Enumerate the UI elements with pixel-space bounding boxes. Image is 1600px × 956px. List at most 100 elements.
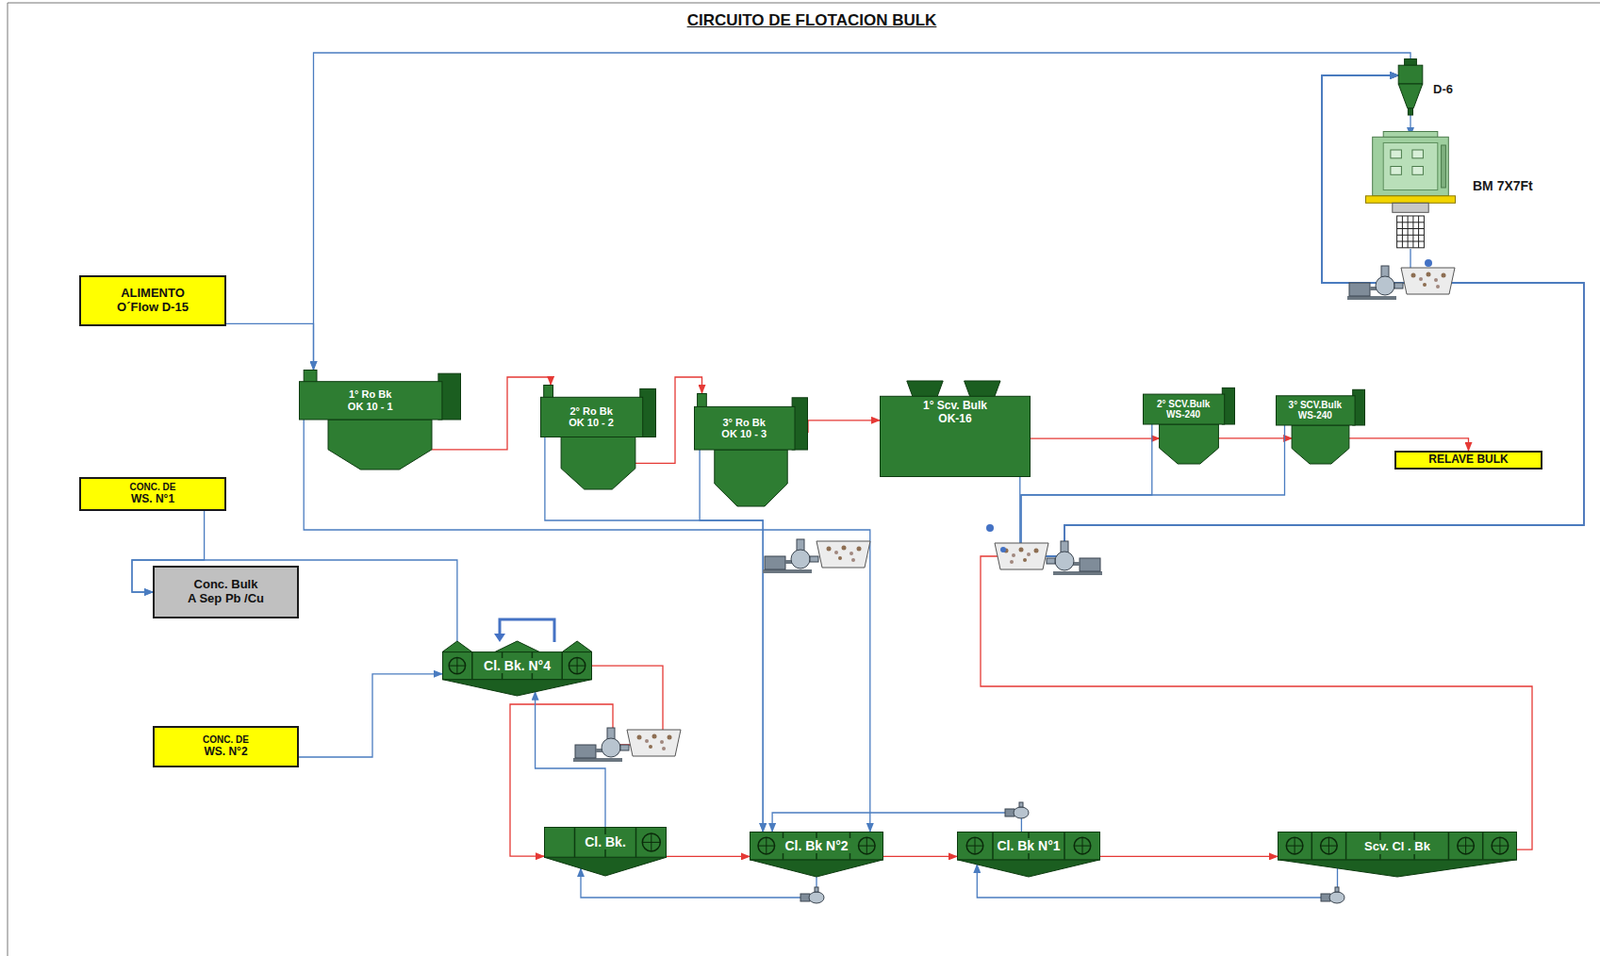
junction-dot	[1424, 259, 1433, 267]
cell-body	[1276, 395, 1356, 426]
impeller-symbol	[1073, 837, 1091, 855]
node-label: 1° Ro Bk OK 10 - 1	[343, 388, 398, 413]
bank-body	[1278, 832, 1518, 860]
box-outline	[153, 566, 298, 618]
cleaner-scavenger-bank: Scv. Cl . Bk	[1277, 831, 1518, 877]
shape-outline	[1365, 131, 1456, 249]
node-label: Conc. Bulk	[194, 577, 259, 593]
concentrate-flow-line	[303, 419, 871, 832]
concentrate-flow-line	[699, 449, 763, 832]
node-label: Cl. Bk. N°4	[480, 658, 554, 674]
bank-body	[750, 832, 884, 860]
box-outline	[80, 478, 226, 511]
tailings-flow-line	[635, 377, 703, 463]
mill-gear	[1441, 145, 1447, 188]
impeller-cross	[765, 837, 767, 855]
bank-hopper	[1277, 859, 1518, 877]
label-group: ALIMENTOO´Flow D-15	[79, 275, 227, 327]
mill-hatch	[1390, 166, 1403, 176]
screen-mesh	[1402, 215, 1403, 248]
label-group: Cl. Bk N°1	[956, 837, 1101, 855]
frame-line	[7, 2, 1600, 4]
impeller-cross	[974, 837, 976, 855]
label-group: 2° Ro Bk OK 10 - 2	[563, 405, 619, 429]
vortex-finder	[1404, 59, 1418, 66]
froth-funnel	[907, 380, 943, 397]
concentrate-flow-line	[772, 812, 1022, 832]
feed-box: ALIMENTOO´Flow D-15	[79, 275, 227, 327]
node-label: RELAVE BULK	[1428, 453, 1508, 467]
screen-mesh	[1397, 228, 1425, 230]
pump-sump	[1347, 265, 1455, 300]
impeller-cross	[456, 657, 458, 674]
cell-body	[541, 396, 644, 437]
tank-body	[880, 395, 1031, 477]
label-group: CONC. DEWS. N°2	[152, 725, 299, 768]
impeller-symbol	[1491, 837, 1509, 855]
cell-hopper	[714, 449, 788, 507]
cyclone-apex	[1407, 108, 1413, 116]
impeller-symbol	[568, 657, 585, 674]
label-group: 1° Scv. Bulk OK-16	[912, 399, 998, 427]
tailings-flow-line	[808, 420, 880, 433]
mill-hatch	[1412, 149, 1424, 159]
cleaner-bank: Cl. Bk.	[544, 826, 667, 876]
concentrate-flow-line	[1021, 75, 1584, 557]
cyclone-cone	[1398, 83, 1423, 109]
recirculation-loop	[499, 619, 555, 643]
tailings-box: RELAVE BULK	[1394, 450, 1543, 470]
label-group: 3° SCV.Bulk WS-240	[1281, 399, 1350, 422]
cell-divider	[471, 652, 474, 680]
label-group: Conc. BulkA Sep Pb /Cu	[152, 565, 299, 619]
concentrate-flow-line	[226, 323, 314, 370]
cleaner-bank: Cl. Bk N°1	[956, 831, 1101, 877]
shape-outline	[693, 393, 809, 507]
cell-hopper	[1159, 424, 1220, 464]
cell-hopper	[560, 437, 636, 491]
shape-outline	[540, 384, 657, 490]
label-group: RELAVE BULK	[1394, 450, 1543, 470]
junction-dot	[1000, 546, 1007, 553]
node-label: Cl. Bk.	[581, 834, 629, 850]
bank-body	[443, 652, 593, 680]
impeller-symbol	[858, 837, 876, 855]
node-label: 2° Ro Bk OK 10 - 2	[563, 405, 619, 429]
box-outline	[153, 726, 298, 767]
scavenger-cell: 2° SCV.Bulk WS-240	[1142, 384, 1236, 464]
tailings-flow-line	[1030, 437, 1160, 439]
node-label: 3° SCV.Bulk WS-240	[1281, 399, 1350, 422]
bank-hopper	[956, 859, 1101, 877]
cell-body	[694, 406, 796, 450]
pump-symbol	[1005, 802, 1029, 819]
node-label: ALIMENTO	[120, 286, 185, 301]
label-group: Scv. Cl . Bk	[1277, 837, 1518, 855]
node-label: A Sep Pb /Cu	[187, 592, 264, 607]
label-group: Cl. Bk. N°4	[442, 657, 593, 675]
mill-base	[1366, 196, 1456, 204]
screen-mesh	[1397, 221, 1425, 223]
bank-hopper	[749, 859, 884, 877]
shape-outline	[1275, 386, 1366, 464]
label-group: 1° Ro Bk OK 10 - 1	[343, 388, 398, 413]
cleaner-bank: Cl. Bk. N°4	[442, 641, 593, 696]
mill-panel	[1383, 143, 1438, 191]
bank-body	[544, 827, 667, 858]
cell-hopper	[1291, 425, 1350, 464]
label-group: BM 7X7Ft	[1472, 178, 1534, 194]
cell-body	[299, 381, 443, 420]
concentrate-flow-line	[313, 52, 1412, 370]
node-label: CONC. DE	[202, 734, 249, 746]
label-group: Cl. Bk N°2	[749, 837, 884, 855]
concentrate-flow-line	[298, 674, 443, 758]
screen-mesh	[1397, 241, 1425, 243]
cell-divider	[1063, 832, 1066, 860]
impeller-symbol	[642, 833, 660, 852]
impeller-cross	[650, 833, 652, 852]
label-group: 3° Ro Bk OK 10 - 3	[716, 416, 772, 441]
junction-dot	[986, 524, 994, 532]
node-label: O´Flow D-15	[116, 300, 189, 315]
mill-shell	[1372, 136, 1450, 197]
pump-sump	[762, 539, 871, 574]
rougher-cell: 3° Ro Bk OK 10 - 3	[693, 393, 809, 507]
